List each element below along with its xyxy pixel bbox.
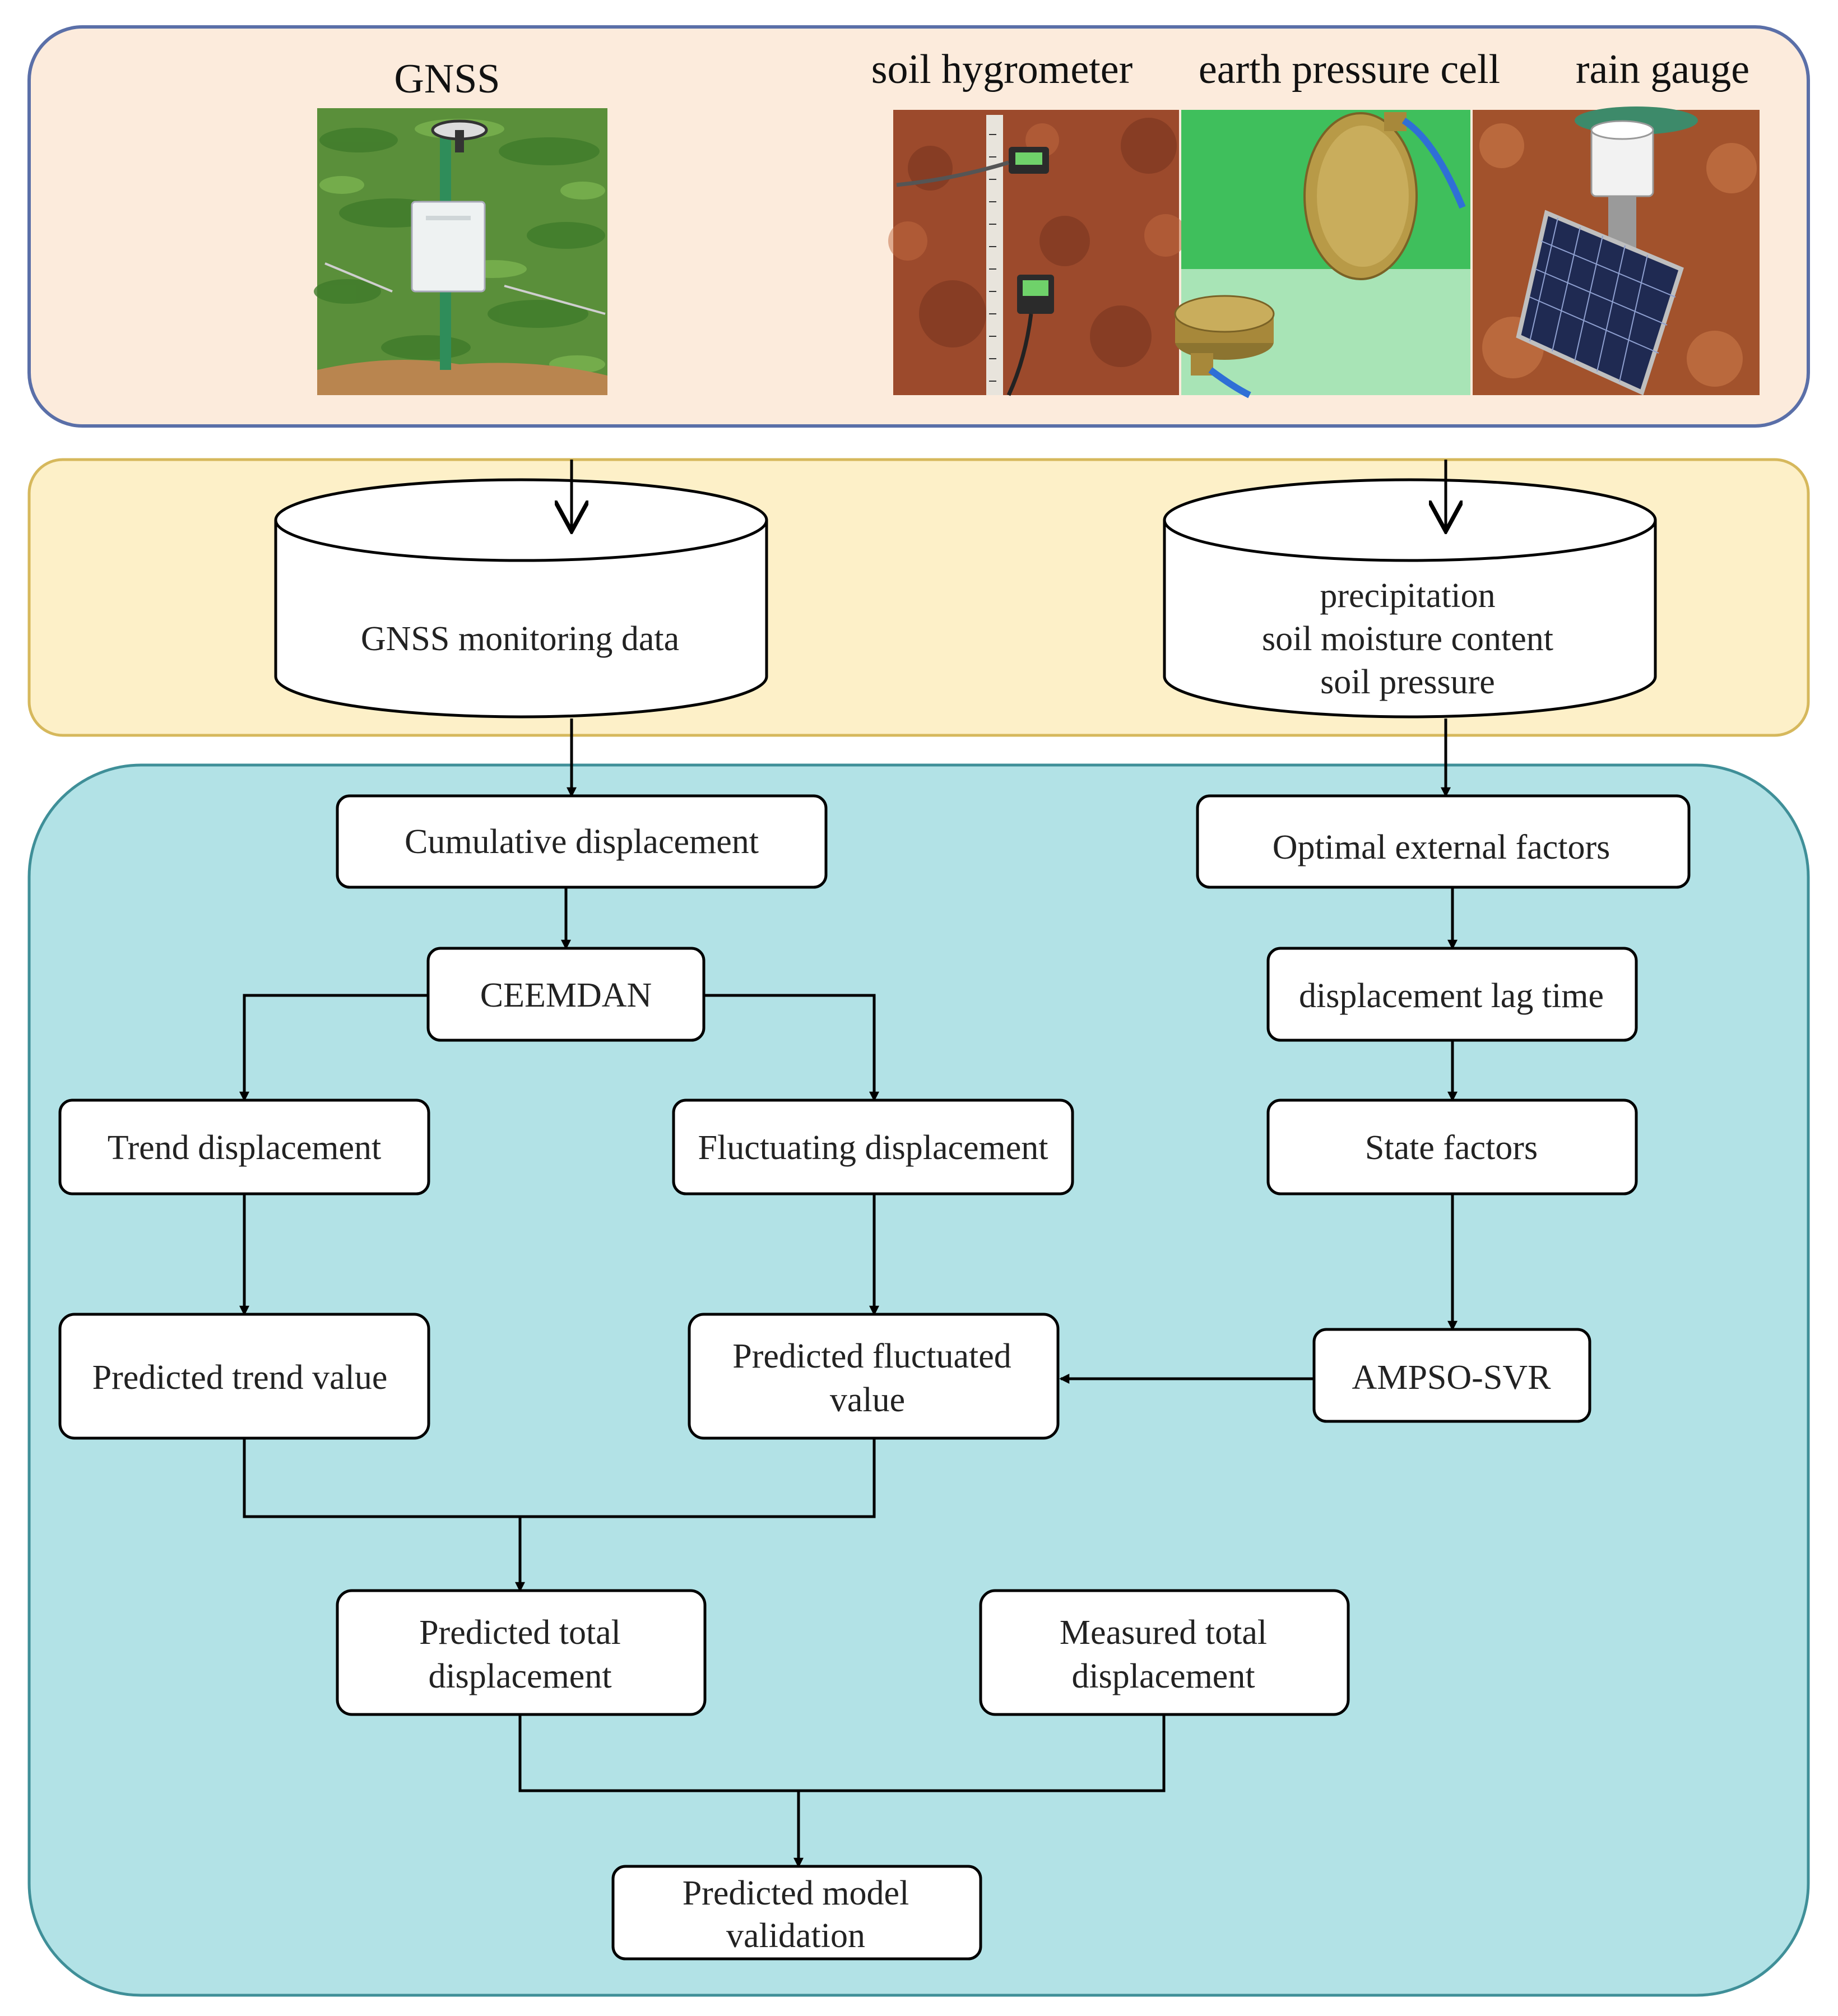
rain-gauge-label: rain gauge [1576,47,1749,92]
predicted-model-validation-label-line1: Predicted model [683,1874,909,1912]
ceemdan-label: CEEMDAN [480,976,652,1014]
predicted-total-displacement-label-line2: displacement [428,1657,611,1695]
soil-moisture-content-label: soil moisture content [1262,620,1553,658]
precipitation-label: precipitation [1320,577,1495,615]
gnss-monitoring-data-store: GNSS monitoring data [274,478,768,719]
soil-hygrometer-photo [888,110,1187,396]
optimal-external-factors-label: Optimal external factors [1273,828,1610,866]
ceemdan-to-trend-arrow [239,994,428,1102]
predicted-fluctuated-value-label-line2: value [830,1381,905,1419]
ceemdan-to-fluctuating-arrow [704,994,879,1102]
connectors [239,460,1452,1868]
predicted-trend-value-label: Predicted trend value [92,1359,388,1397]
trend-displacement-box: Trend displacement [58,1099,430,1195]
displacement-lag-time-box: displacement lag time [1266,947,1638,1042]
ceemdan-box: CEEMDAN [426,947,706,1042]
state-factors-label: State factors [1365,1129,1538,1167]
predicted-total-displacement-label-line1: Predicted total [419,1614,621,1652]
fluctuating-displacement-box: Fluctuating displacement [672,1099,1074,1195]
optimal-external-factors-box: Optimal external factors [1196,794,1691,889]
trend-displacement-label: Trend displacement [108,1129,381,1167]
measured-total-displacement-label-line2: displacement [1071,1657,1255,1695]
ampso-svr-label: AMPSO-SVR [1352,1359,1552,1397]
earth-pressure-cell-label: earth pressure cell [1199,47,1500,92]
fluctuating-displacement-label: Fluctuating displacement [698,1129,1048,1167]
displacement-lag-time-label: displacement lag time [1299,977,1604,1015]
trend-fluctuated-merge-line [243,1438,876,1518]
total-merge-line [518,1714,1166,1792]
measured-total-displacement-label-line1: Measured total [1060,1614,1267,1652]
cumulative-displacement-box: Cumulative displacement [336,794,828,889]
predicted-fluctuated-value-label-line1: Predicted fluctuated [732,1337,1011,1375]
gnss-monitoring-data-label: GNSS monitoring data [361,620,679,658]
external-factors-data-store: precipitation soil moisture content soil… [1163,478,1657,719]
gnss-station-photo [314,108,607,395]
predicted-trend-value-box: Predicted trend value [58,1313,430,1440]
ampso-svr-box: AMPSO-SVR [1312,1328,1591,1423]
predicted-total-displacement-box: Predicted total displacement [336,1589,707,1716]
predicted-model-validation-label-line2: validation [726,1917,865,1955]
soil-hygrometer-label: soil hygrometer [871,47,1133,92]
cumulative-displacement-label: Cumulative displacement [405,823,759,861]
measured-total-displacement-box: Measured total displacement [979,1589,1350,1716]
earth-pressure-cell-photo [1174,110,1470,398]
predicted-fluctuated-value-box: Predicted fluctuated value [688,1313,1060,1440]
state-factors-box: State factors [1266,1099,1638,1195]
rain-gauge-photo [1473,106,1760,396]
soil-pressure-label: soil pressure [1320,663,1495,701]
predicted-model-validation-box: Predicted model validation [611,1865,982,1961]
gnss-label: GNSS [394,56,500,102]
